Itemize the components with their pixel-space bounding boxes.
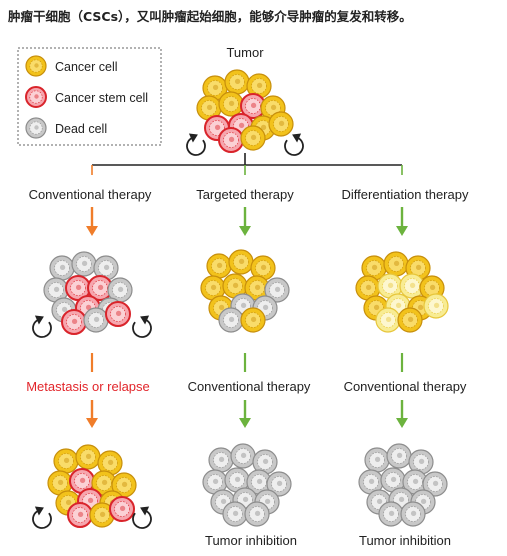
cancer-cell-icon bbox=[200, 275, 226, 301]
legend-cell-dead-icon bbox=[25, 117, 47, 139]
cancer-cell-icon bbox=[75, 444, 101, 470]
cancer-cell-icon bbox=[89, 502, 115, 528]
col1-arrow-1-icon bbox=[86, 207, 98, 236]
legend: Cancer cell Cancer stem cell Dead cell bbox=[17, 47, 162, 146]
cancer-cell-icon bbox=[268, 111, 294, 137]
dead-cell-icon bbox=[386, 443, 412, 469]
col1-arrow-2-icon bbox=[86, 400, 98, 428]
cancer-cell-icon bbox=[361, 255, 387, 281]
cancer-cell-icon bbox=[224, 69, 250, 95]
cancer-cell-icon bbox=[244, 275, 270, 301]
cancer-cell-icon bbox=[97, 450, 123, 476]
top-left-cycle-icon bbox=[186, 133, 206, 156]
col2-outcome-label: Tumor inhibition bbox=[205, 533, 297, 548]
cancer-stem-cell-icon bbox=[218, 127, 244, 153]
cancer-cell-icon bbox=[206, 253, 232, 279]
dead-cell-icon bbox=[358, 469, 384, 495]
col2-bottom-cluster bbox=[202, 443, 292, 527]
caption-text: 肿瘤干细胞（CSCs），又叫肿瘤起始细胞，能够介导肿瘤的复发和转移。 bbox=[8, 9, 412, 24]
top-tumor-cluster bbox=[196, 69, 294, 153]
differentiated-cell-icon bbox=[377, 273, 403, 299]
col3-bottom-cluster bbox=[358, 443, 448, 527]
col1-mid-cluster bbox=[43, 251, 133, 335]
col1-bottom-left-cycle-icon bbox=[32, 506, 52, 529]
cancer-cell-icon bbox=[53, 448, 79, 474]
col1-bottom-right-cycle-icon bbox=[132, 506, 152, 529]
col2-therapy-label: Targeted therapy bbox=[196, 187, 294, 202]
top-right-cycle-icon bbox=[284, 133, 304, 156]
cancer-cell-icon bbox=[383, 251, 409, 277]
col1-mid-left-cycle-icon bbox=[32, 315, 52, 338]
col2-stage2-label: Conventional therapy bbox=[188, 379, 311, 394]
dead-cell-icon bbox=[244, 501, 270, 527]
cancer-cell-icon bbox=[250, 255, 276, 281]
cancer-cell-icon bbox=[202, 75, 228, 101]
dead-cell-icon bbox=[93, 255, 119, 281]
col3-outcome-label: Tumor inhibition bbox=[359, 533, 451, 548]
cancer-stem-cell-icon bbox=[61, 309, 87, 335]
differentiated-cell-icon bbox=[399, 273, 425, 299]
col3-arrow-1-icon bbox=[396, 207, 408, 236]
legend-label-cancer: Cancer cell bbox=[55, 60, 118, 74]
cancer-stem-cell-icon bbox=[67, 502, 93, 528]
dead-cell-icon bbox=[230, 443, 256, 469]
dead-cell-icon bbox=[202, 469, 228, 495]
col2-arrow-2-icon bbox=[239, 400, 251, 428]
cancer-cell-icon bbox=[228, 249, 254, 275]
cancer-cell-icon bbox=[355, 275, 381, 301]
cancer-cell-icon bbox=[240, 125, 266, 151]
branch-lines bbox=[91, 153, 403, 175]
dead-cell-icon bbox=[402, 469, 428, 495]
cancer-stem-cell-icon bbox=[87, 275, 113, 301]
legend-cell-stem-icon bbox=[25, 86, 47, 108]
col3-arrow-2-icon bbox=[396, 400, 408, 428]
cancer-cell-icon bbox=[240, 307, 266, 333]
dead-cell-icon bbox=[266, 471, 292, 497]
dead-cell-icon bbox=[43, 277, 69, 303]
dead-cell-icon bbox=[422, 471, 448, 497]
cancer-stem-cell-icon bbox=[109, 496, 135, 522]
cancer-cell-icon bbox=[218, 91, 244, 117]
col3-stage2-label: Conventional therapy bbox=[344, 379, 467, 394]
differentiated-cell-icon bbox=[423, 293, 449, 319]
col1-therapy-label: Conventional therapy bbox=[29, 187, 152, 202]
dead-cell-icon bbox=[400, 501, 426, 527]
differentiated-cell-icon bbox=[375, 307, 401, 333]
col2-arrow-1-icon bbox=[239, 207, 251, 236]
dead-cell-icon bbox=[364, 447, 390, 473]
cancer-stem-cell-icon bbox=[69, 468, 95, 494]
col2-mid-cluster bbox=[200, 249, 290, 333]
dead-cell-icon bbox=[408, 449, 434, 475]
cancer-cell-icon bbox=[196, 95, 222, 121]
cancer-cell-icon bbox=[246, 73, 272, 99]
dead-cell-icon bbox=[71, 251, 97, 277]
dead-cell-icon bbox=[378, 501, 404, 527]
legend-label-dead: Dead cell bbox=[55, 122, 107, 136]
col1-mid-right-cycle-icon bbox=[132, 315, 152, 338]
legend-label-stem: Cancer stem cell bbox=[55, 91, 148, 105]
cancer-cell-icon bbox=[111, 472, 137, 498]
tumor-title: Tumor bbox=[226, 45, 264, 60]
col1-stage2-label: Metastasis or relapse bbox=[26, 379, 150, 394]
dead-cell-icon bbox=[83, 307, 109, 333]
dead-cell-icon bbox=[264, 277, 290, 303]
dead-cell-icon bbox=[218, 307, 244, 333]
cancer-cell-icon bbox=[397, 307, 423, 333]
dead-cell-icon bbox=[222, 501, 248, 527]
dead-cell-icon bbox=[208, 447, 234, 473]
cancer-stem-cell-icon bbox=[240, 93, 266, 119]
legend-cell-cancer-icon bbox=[25, 55, 47, 77]
cancer-stem-cell-icon bbox=[105, 301, 131, 327]
col3-therapy-label: Differentiation therapy bbox=[342, 187, 469, 202]
col3-mid-cluster bbox=[355, 251, 449, 333]
dead-cell-icon bbox=[246, 469, 272, 495]
col1-bottom-cluster bbox=[47, 444, 137, 528]
dead-cell-icon bbox=[49, 255, 75, 281]
